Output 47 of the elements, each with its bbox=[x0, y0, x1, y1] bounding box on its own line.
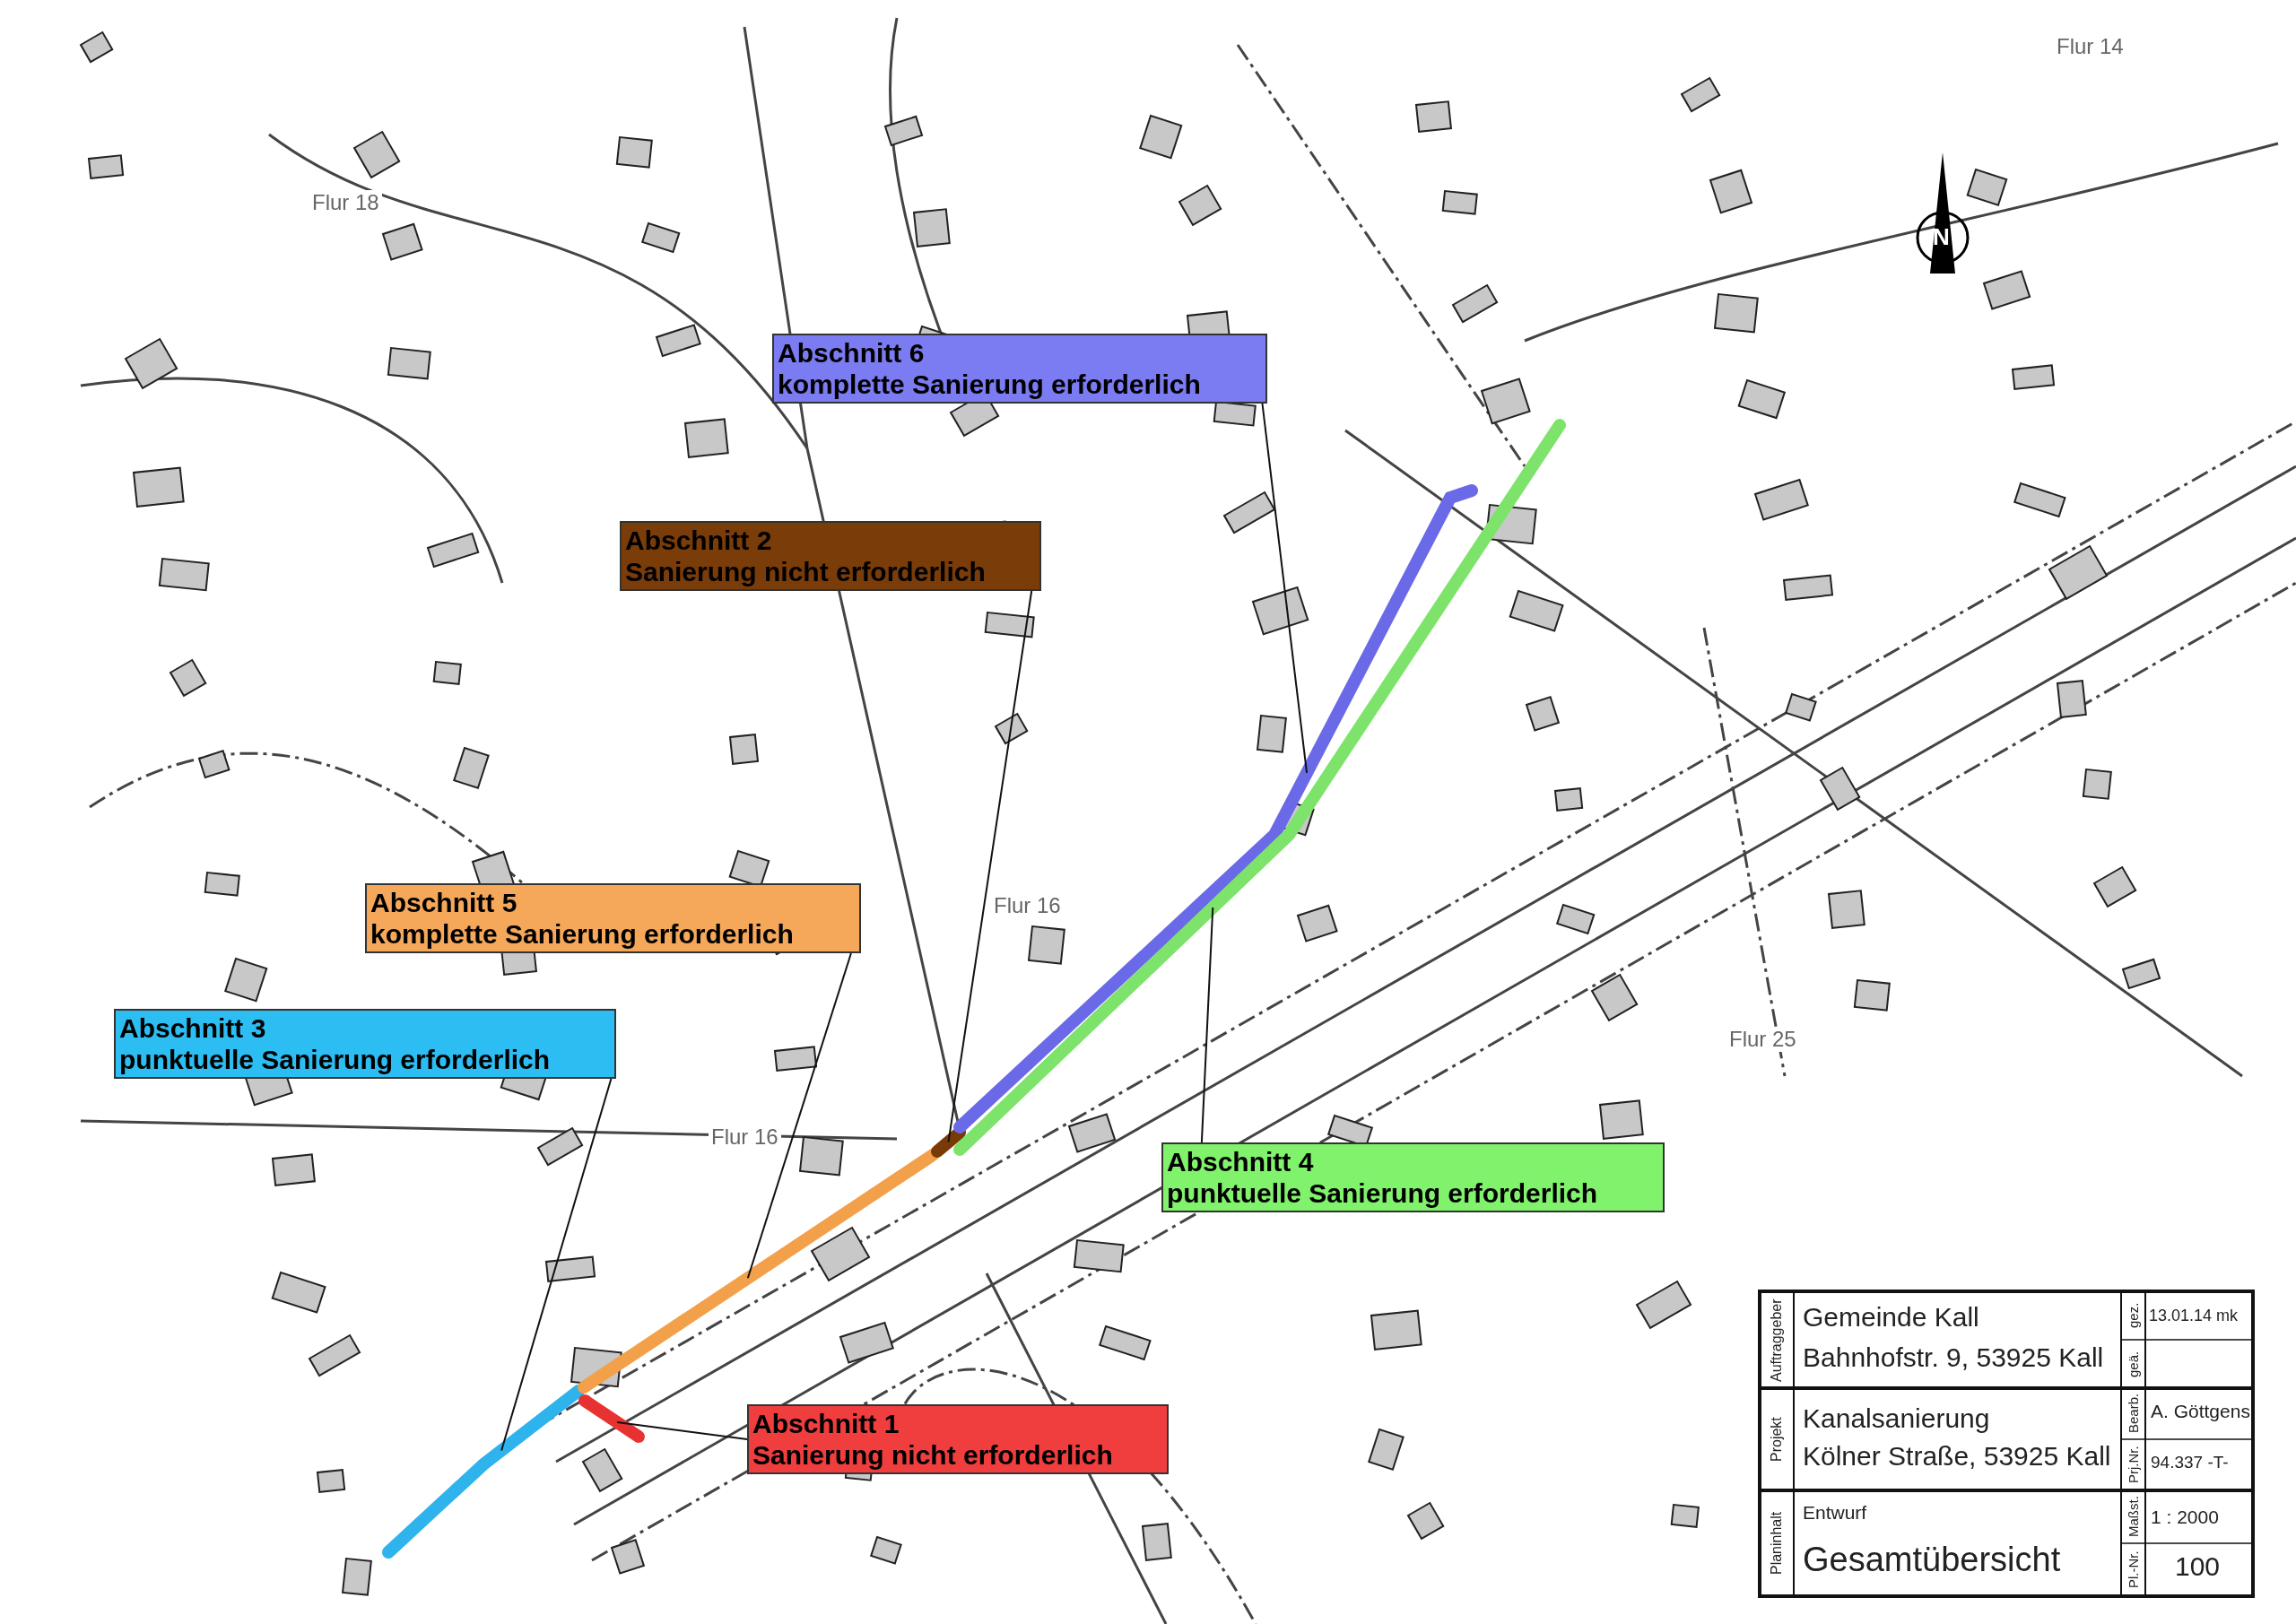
section-status: Sanierung nicht erforderlich bbox=[625, 556, 987, 587]
section-label-box bbox=[114, 1009, 616, 1079]
table-cell: Gesamtübersicht bbox=[1803, 1541, 2061, 1580]
table-cell: Kölner Straße, 53925 Kall bbox=[1803, 1441, 2111, 1472]
leader-line bbox=[500, 1078, 613, 1452]
section-status: Sanierung nicht erforderlich bbox=[752, 1439, 1114, 1471]
table-cell: Bahnhofstr. 9, 53925 Kall bbox=[1803, 1342, 2104, 1374]
section-status: komplette Sanierung erforderlich bbox=[778, 369, 1202, 400]
sewer-section-line bbox=[578, 1149, 939, 1394]
section-status: komplette Sanierung erforderlich bbox=[370, 918, 795, 950]
row-heading: geä. bbox=[2125, 1350, 2141, 1377]
sewer-section-line bbox=[382, 1385, 585, 1559]
table-cell: 13.01.14 mk bbox=[2149, 1307, 2239, 1325]
north-letter: N bbox=[1933, 224, 1950, 251]
table-cell: Entwurf bbox=[1803, 1502, 1867, 1524]
section-label-box bbox=[747, 1404, 1169, 1474]
row-heading: Maßst. bbox=[2125, 1496, 2141, 1537]
row-heading: Auftraggeber bbox=[1769, 1298, 1785, 1382]
leader-line bbox=[746, 952, 852, 1280]
section-label-box bbox=[620, 521, 1041, 591]
section-heading: Abschnitt 3 bbox=[119, 1012, 267, 1044]
section-heading: Abschnitt 6 bbox=[778, 337, 926, 369]
table-cell: Kanalsanierung bbox=[1803, 1403, 1990, 1435]
section-label-box bbox=[1161, 1142, 1665, 1212]
table-cell: Gemeinde Kall bbox=[1803, 1302, 1979, 1333]
table-cell: A. Göttgens bbox=[2151, 1401, 2250, 1423]
sewer-section-line bbox=[578, 1394, 645, 1443]
leader-line bbox=[1200, 907, 1214, 1143]
section-status: punktuelle Sanierung erforderlich bbox=[1167, 1177, 1599, 1209]
row-heading: Pl.-Nr. bbox=[2125, 1550, 2141, 1588]
section-heading: Abschnitt 1 bbox=[752, 1408, 900, 1439]
section-label-box bbox=[365, 883, 861, 953]
row-heading: Prj.Nr. bbox=[2125, 1446, 2141, 1483]
leader-line bbox=[1261, 403, 1309, 774]
row-heading: Planinhalt bbox=[1769, 1511, 1785, 1575]
leader-line bbox=[616, 1421, 748, 1440]
row-heading: Bearb. bbox=[2125, 1393, 2141, 1433]
section-heading: Abschnitt 2 bbox=[625, 525, 773, 556]
table-cell: 94.337 -T- bbox=[2151, 1453, 2229, 1472]
section-label-box bbox=[772, 334, 1267, 404]
section-heading: Abschnitt 4 bbox=[1167, 1146, 1315, 1177]
row-heading: Projekt bbox=[1769, 1417, 1785, 1462]
table-cell: 1 : 2000 bbox=[2151, 1507, 2219, 1529]
section-heading: Abschnitt 5 bbox=[370, 887, 518, 918]
table-cell: 100 bbox=[2175, 1551, 2221, 1583]
section-status: punktuelle Sanierung erforderlich bbox=[119, 1044, 552, 1075]
row-heading: gez. bbox=[2125, 1302, 2141, 1328]
